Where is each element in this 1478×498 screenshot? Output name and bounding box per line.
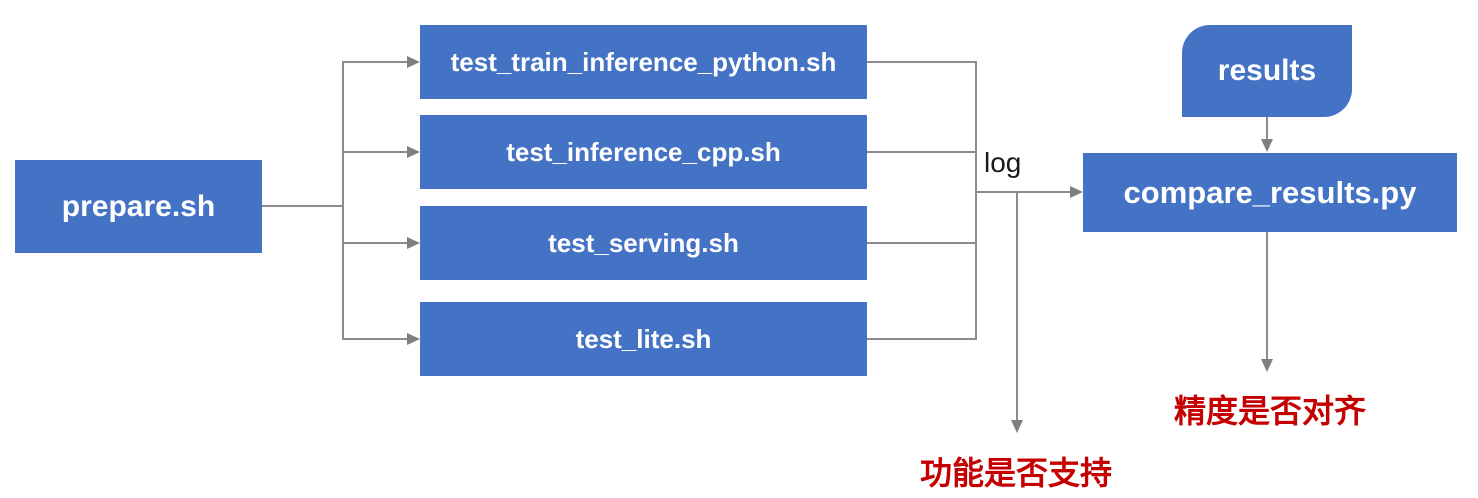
connector-collect-4 xyxy=(867,338,977,340)
connector-right-trunk xyxy=(975,61,977,340)
arrowhead-results-icon xyxy=(1261,139,1273,152)
test-train-inference-python-node: test_train_inference_python.sh xyxy=(420,25,867,99)
connector-collect-3 xyxy=(867,242,977,244)
arrowhead-branch-4-icon xyxy=(407,333,420,345)
results-node: results xyxy=(1182,25,1352,117)
arrowhead-accuracy-icon xyxy=(1261,359,1273,372)
test-inference-cpp-node: test_inference_cpp.sh xyxy=(420,115,867,189)
connector-compare-to-accuracy xyxy=(1266,232,1268,360)
test-serving-node: test_serving.sh xyxy=(420,206,867,280)
arrowhead-function-icon xyxy=(1011,420,1023,433)
connector-branch-1 xyxy=(342,61,407,63)
connector-prepare-out xyxy=(262,205,343,207)
connector-collect-1 xyxy=(867,61,977,63)
function-outcome-label: 功能是否支持 xyxy=(919,455,1112,491)
connector-branch-2 xyxy=(342,151,407,153)
accuracy-outcome-label: 精度是否对齐 xyxy=(1173,393,1366,429)
log-edge-label: log xyxy=(984,147,1022,178)
arrowhead-compare-icon xyxy=(1070,186,1083,198)
arrowhead-branch-3-icon xyxy=(407,237,420,249)
prepare-node: prepare.sh xyxy=(15,160,262,253)
connector-branch-4 xyxy=(342,338,407,340)
connector-log-to-compare xyxy=(975,191,1072,193)
connector-log-to-function xyxy=(1016,193,1018,421)
compare-results-node: compare_results.py xyxy=(1083,153,1457,232)
test-lite-node: test_lite.sh xyxy=(420,302,867,376)
connector-left-trunk xyxy=(342,61,344,339)
arrowhead-branch-1-icon xyxy=(407,56,420,68)
connector-branch-3 xyxy=(342,242,407,244)
arrowhead-branch-2-icon xyxy=(407,146,420,158)
connector-collect-2 xyxy=(867,151,977,153)
connector-results-to-compare xyxy=(1266,117,1268,141)
